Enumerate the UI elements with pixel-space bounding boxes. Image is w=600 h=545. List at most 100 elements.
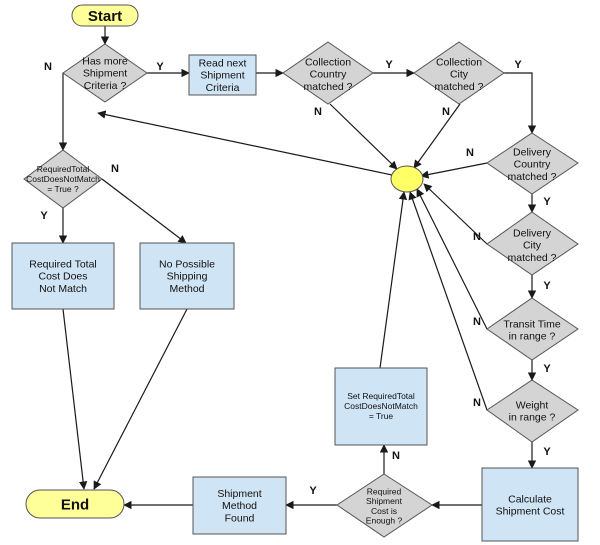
req-cost-line-2: Shipment (366, 496, 403, 506)
read-next-line-1: Read next (199, 58, 247, 70)
edge-del-city-to-junction (423, 183, 488, 245)
end-terminal: End (25, 489, 125, 519)
weight-line-1: Weight (516, 400, 549, 412)
no-possible-line-2: Shipping (167, 271, 208, 283)
edge-req-total-to-no-possible (101, 178, 187, 244)
set-required-line-2: CostDoesNotMatch (344, 401, 418, 411)
req-cost-line-3: Cost is (371, 506, 397, 516)
start-line-1: Start (88, 8, 122, 25)
req-total-line-2: CostDoesNotMatch (26, 174, 100, 184)
has-more-line-1: Has more (82, 56, 128, 68)
no-possible-line-3: Method (169, 283, 204, 295)
transit-line-2: in range ? (509, 331, 556, 343)
method-found-line-2: Method (222, 500, 257, 512)
del-city-line-2: City (523, 240, 542, 252)
coll-country-line-2: Country (310, 69, 348, 81)
req-cost-line-4: Enough ? (366, 516, 403, 526)
del-country-line-2: Country (514, 159, 552, 171)
coll-city-line-2: City (450, 69, 469, 81)
label-coll-city-no: N (442, 106, 450, 118)
edge-del-country-to-junction (420, 162, 488, 179)
edge-transit-to-junction (416, 188, 488, 330)
method-found-line-1: Shipment (217, 488, 261, 500)
req-not-match-line-1: Required Total (29, 259, 97, 271)
calc-line-2: Shipment Cost (496, 506, 565, 518)
label-req-total-no: N (111, 163, 119, 175)
label-coll-country-yes: Y (385, 59, 393, 71)
label-weight-yes: Y (543, 446, 551, 458)
edge-set-required-to-junction (379, 191, 408, 369)
edge-coll-city-to-junction (413, 103, 461, 169)
set-required-line-1: Set RequiredTotal (347, 391, 415, 401)
start-text: Start (88, 8, 122, 25)
label-del-city-yes: Y (543, 280, 551, 292)
set-required-line-3: = True (369, 411, 394, 421)
del-city-line-3: matched ? (507, 252, 556, 264)
edge-junction-to-has-more (97, 110, 393, 176)
label-req-cost-yes: Y (309, 485, 317, 497)
has-more-line-2: Shipment (83, 68, 127, 80)
edge-weight-to-junction (408, 191, 488, 411)
label-req-cost-no: N (392, 450, 400, 462)
req-total-line-1: RequiredTotal (37, 164, 90, 174)
req-not-match-line-3: Not Match (39, 283, 87, 295)
coll-city-line-1: Collection (436, 57, 482, 69)
label-del-country-yes: Y (543, 196, 551, 208)
start-terminal: Start (71, 4, 139, 27)
label-transit-yes: Y (543, 363, 551, 375)
no-possible-line-1: No Possible (159, 259, 215, 271)
read-next-line-3: Criteria (206, 82, 240, 94)
read-next-line-2: Shipment (200, 70, 244, 82)
calc-line-1: Calculate (508, 494, 552, 506)
label-coll-country-no: N (314, 106, 322, 118)
req-total-line-3: = True ? (47, 184, 79, 194)
edges (58, 26, 537, 510)
label-has-more-no: N (44, 61, 52, 73)
del-country-line-3: matched ? (507, 171, 556, 183)
del-city-line-1: Delivery (513, 228, 552, 240)
label-del-country-no: N (466, 147, 474, 159)
req-cost-line-1: Required (367, 486, 402, 496)
req-not-match-line-2: Cost Does (38, 271, 87, 283)
has-more-line-3: Criteria ? (84, 80, 127, 92)
junction-node (390, 165, 424, 193)
method-found-line-3: Found (225, 512, 255, 524)
edge-coll-city-to-del-country (504, 72, 537, 134)
edge-no-possible-to-end (93, 308, 188, 490)
edge-labels: Y N Y N Y N Y N Y N Y N Y N Y N Y N (40, 59, 551, 497)
label-coll-city-yes: Y (514, 59, 522, 71)
label-transit-no: N (473, 316, 481, 328)
edge-req-not-match-to-end (62, 308, 88, 490)
coll-country-line-3: matched ? (303, 81, 352, 93)
label-req-total-yes: Y (40, 210, 48, 222)
